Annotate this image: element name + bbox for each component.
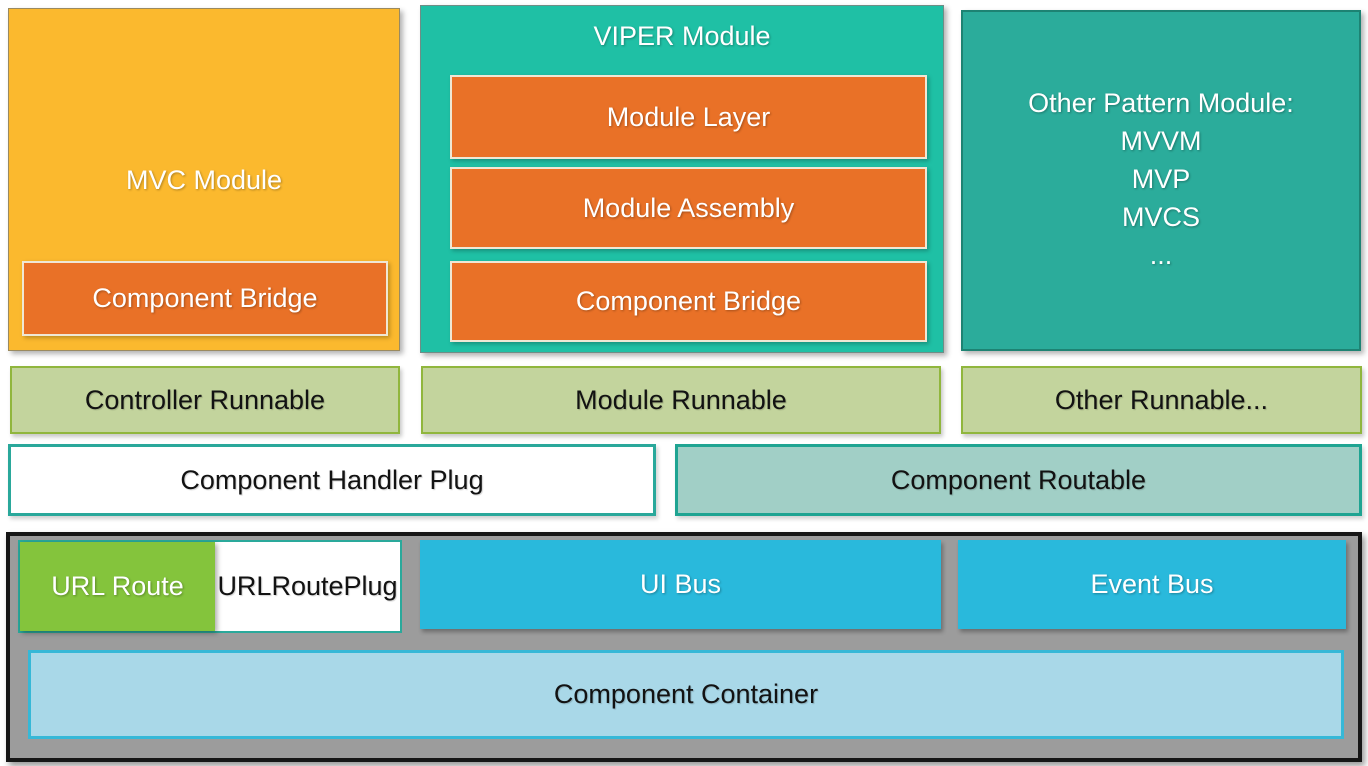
runtime-container-box: URL Route URLRoutePlug UI Bus Event Bus … xyxy=(6,532,1362,762)
other-pattern-module-box: Other Pattern Module: MVVM MVP MVCS ... xyxy=(961,10,1361,351)
component-handler-plug-box: Component Handler Plug xyxy=(8,444,656,516)
controller-runnable-label: Controller Runnable xyxy=(84,384,326,415)
viper-component-bridge-box: Component Bridge xyxy=(450,261,927,342)
event-bus-label: Event Bus xyxy=(1090,569,1214,600)
url-route-plug-label: URLRoutePlug xyxy=(217,571,398,602)
viper-module-box: VIPER Module Module Layer Module Assembl… xyxy=(420,5,944,353)
other-pattern-module-title: Other Pattern Module: xyxy=(1028,88,1294,118)
viper-component-bridge-label: Component Bridge xyxy=(575,286,802,317)
viper-module-layer-label: Module Layer xyxy=(606,101,771,132)
viper-module-title: VIPER Module xyxy=(593,21,771,51)
pattern-ellipsis: ... xyxy=(1149,240,1173,270)
mvc-module-title: MVC Module xyxy=(125,165,283,195)
ui-bus-label: UI Bus xyxy=(639,569,722,600)
mvc-component-bridge-box: Component Bridge xyxy=(22,261,388,336)
url-route-box: URL Route xyxy=(20,542,215,631)
component-container-label: Component Container xyxy=(553,679,819,710)
mvc-module-box: MVC Module Component Bridge xyxy=(8,8,400,351)
ui-bus-box: UI Bus xyxy=(420,540,941,629)
module-runnable-label: Module Runnable xyxy=(575,384,787,415)
pattern-mvp: MVP xyxy=(1131,164,1191,194)
component-container-box: Component Container xyxy=(28,650,1344,739)
event-bus-box: Event Bus xyxy=(958,540,1346,629)
component-routable-box: Component Routable xyxy=(675,444,1362,516)
url-route-plug-label-area: URLRoutePlug xyxy=(215,542,400,631)
other-pattern-module-content: Other Pattern Module: MVVM MVP MVCS ... xyxy=(963,84,1359,274)
other-runnable-label: Other Runnable... xyxy=(1054,384,1269,415)
pattern-mvvm: MVVM xyxy=(1120,126,1202,156)
viper-module-layer-box: Module Layer xyxy=(450,75,927,159)
other-runnable-box: Other Runnable... xyxy=(961,366,1362,434)
viper-module-assembly-label: Module Assembly xyxy=(582,192,795,223)
viper-module-assembly-box: Module Assembly xyxy=(450,167,927,249)
mvc-component-bridge-label: Component Bridge xyxy=(92,283,318,314)
component-handler-plug-label: Component Handler Plug xyxy=(180,464,484,495)
component-routable-label: Component Routable xyxy=(890,464,1147,495)
url-route-plug-box: URL Route URLRoutePlug xyxy=(18,540,402,633)
module-runnable-box: Module Runnable xyxy=(421,366,941,434)
url-route-label: URL Route xyxy=(51,571,184,602)
controller-runnable-box: Controller Runnable xyxy=(10,366,400,434)
pattern-mvcs: MVCS xyxy=(1121,202,1200,232)
